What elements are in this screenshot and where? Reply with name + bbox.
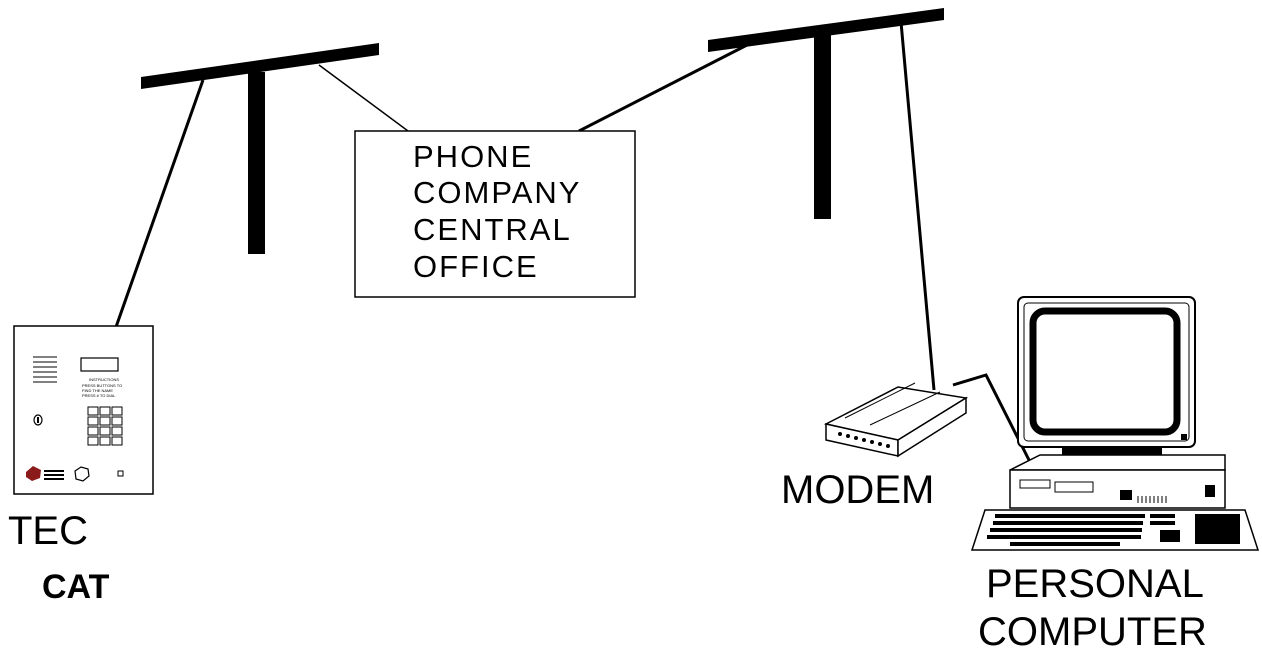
wire-pole-to-office: [319, 65, 408, 131]
modem-label: MODEM: [781, 468, 934, 512]
tec-label: TEC: [8, 509, 88, 553]
pc-label-line1: PERSONAL: [986, 562, 1204, 606]
floppy-drive: [1020, 480, 1050, 488]
wire-pole-to-modem: [901, 22, 934, 390]
panel-display: [81, 358, 118, 371]
panel-instr-4: PRESS # TO DIAL: [82, 393, 116, 398]
key-lock-icon: [34, 415, 42, 425]
modem-device: [826, 383, 966, 456]
cat-panel-device: INSTRUCTIONS PRESS BUTTONS TO FIND THE N…: [14, 326, 153, 494]
wire-cat-to-pole: [116, 80, 203, 327]
monitor-screen: [1033, 311, 1177, 432]
central-office-box: PHONE COMPANY CENTRAL OFFICE: [355, 131, 635, 297]
office-line-4: OFFICE: [413, 249, 539, 284]
office-line-2: COMPANY: [413, 175, 581, 210]
office-line-1: PHONE: [413, 139, 533, 174]
personal-computer-device: [972, 297, 1258, 550]
wire-office-to-pole: [579, 44, 749, 131]
indicator-light: [118, 471, 123, 476]
pc-label-line2: COMPUTER: [978, 610, 1207, 650]
telephone-pole-left: [141, 43, 379, 254]
cat-label: CAT: [42, 568, 110, 606]
office-line-3: CENTRAL: [413, 212, 572, 247]
panel-instr-1: INSTRUCTIONS: [89, 377, 119, 382]
